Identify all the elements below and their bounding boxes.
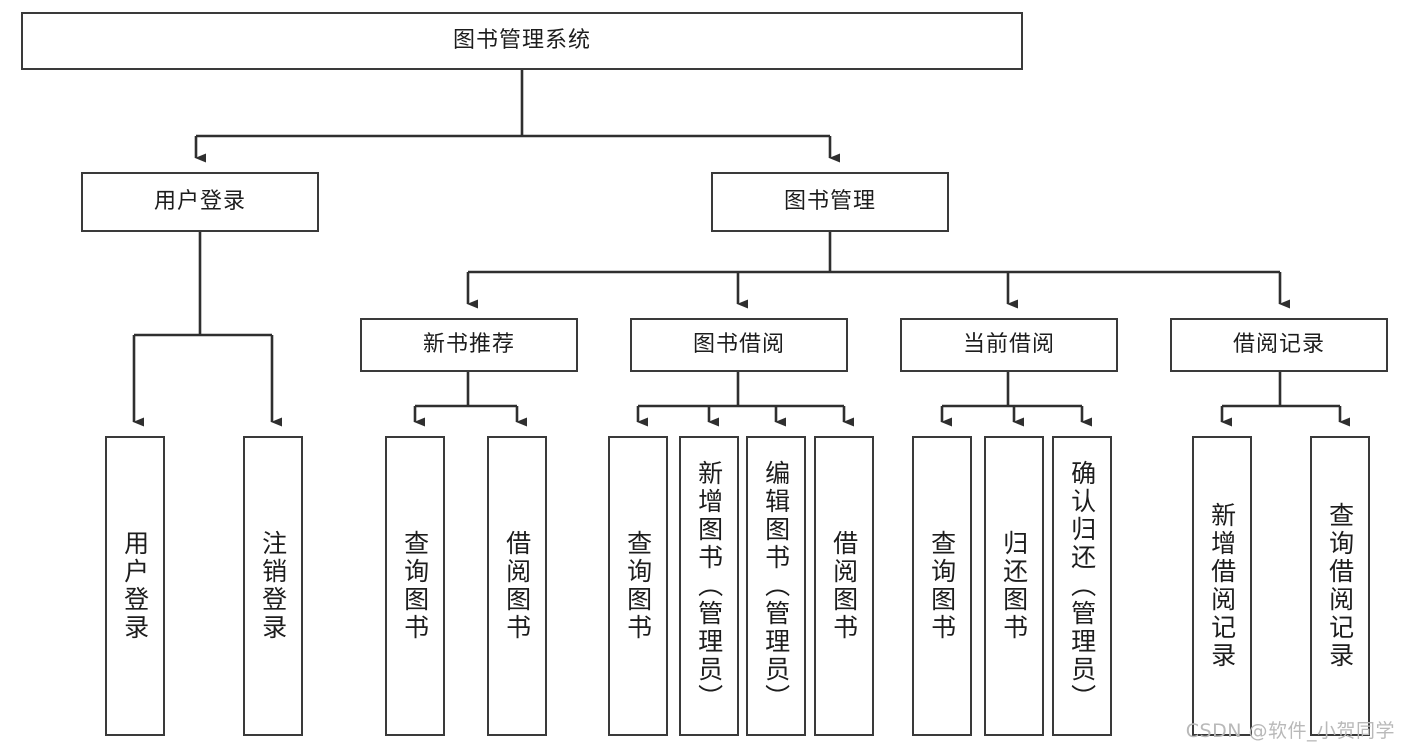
node-leaf-query-book-recommend-label: 查询图书 <box>400 530 430 642</box>
node-borrow-record[interactable]: 借阅记录 <box>1170 318 1388 372</box>
watermark-text: CSDN @软件_小贺同学 <box>1185 720 1395 742</box>
node-leaf-logout[interactable]: 注销登录 <box>243 436 303 736</box>
node-current-borrow-label: 当前借阅 <box>962 331 1055 357</box>
node-leaf-user-login[interactable]: 用户登录 <box>105 436 165 736</box>
node-leaf-edit-book-admin[interactable]: 编辑图书（管理员） <box>746 436 806 736</box>
node-leaf-return-book-label: 归还图书 <box>999 530 1029 642</box>
node-book-management-label: 图书管理 <box>783 188 876 214</box>
node-root[interactable]: 图书管理系统 <box>21 12 1023 70</box>
node-root-label: 图书管理系统 <box>452 27 591 53</box>
node-leaf-borrow-book-recommend[interactable]: 借阅图书 <box>487 436 547 736</box>
node-user-login-label: 用户登录 <box>153 188 246 214</box>
node-leaf-borrow-book[interactable]: 借阅图书 <box>814 436 874 736</box>
node-leaf-query-book-current-label: 查询图书 <box>927 530 957 642</box>
node-leaf-borrow-book-recommend-label: 借阅图书 <box>502 530 532 642</box>
node-leaf-query-book-recommend[interactable]: 查询图书 <box>385 436 445 736</box>
node-leaf-query-book-borrow[interactable]: 查询图书 <box>608 436 668 736</box>
node-leaf-query-book-current[interactable]: 查询图书 <box>912 436 972 736</box>
node-borrow-record-label: 借阅记录 <box>1232 331 1325 357</box>
node-leaf-confirm-return-admin-label: 确认归还（管理员） <box>1067 460 1097 712</box>
node-leaf-return-book[interactable]: 归还图书 <box>984 436 1044 736</box>
node-leaf-add-borrow-record-label: 新增借阅记录 <box>1207 502 1237 670</box>
node-leaf-logout-label: 注销登录 <box>258 530 288 642</box>
node-user-login[interactable]: 用户登录 <box>81 172 319 232</box>
node-leaf-user-login-label: 用户登录 <box>120 530 150 642</box>
node-current-borrow[interactable]: 当前借阅 <box>900 318 1118 372</box>
node-leaf-borrow-book-label: 借阅图书 <box>829 530 859 642</box>
node-leaf-query-borrow-record-label: 查询借阅记录 <box>1325 502 1355 670</box>
node-new-book-recommend[interactable]: 新书推荐 <box>360 318 578 372</box>
node-leaf-query-borrow-record[interactable]: 查询借阅记录 <box>1310 436 1370 736</box>
node-leaf-add-book-admin[interactable]: 新增图书（管理员） <box>679 436 739 736</box>
node-leaf-add-borrow-record[interactable]: 新增借阅记录 <box>1192 436 1252 736</box>
node-leaf-edit-book-admin-label: 编辑图书（管理员） <box>761 460 791 712</box>
node-new-book-recommend-label: 新书推荐 <box>422 331 515 357</box>
node-leaf-add-book-admin-label: 新增图书（管理员） <box>694 460 724 712</box>
node-book-borrow-label: 图书借阅 <box>692 331 785 357</box>
node-book-borrow[interactable]: 图书借阅 <box>630 318 848 372</box>
node-leaf-query-book-borrow-label: 查询图书 <box>623 530 653 642</box>
node-leaf-confirm-return-admin[interactable]: 确认归还（管理员） <box>1052 436 1112 736</box>
node-book-management[interactable]: 图书管理 <box>711 172 949 232</box>
